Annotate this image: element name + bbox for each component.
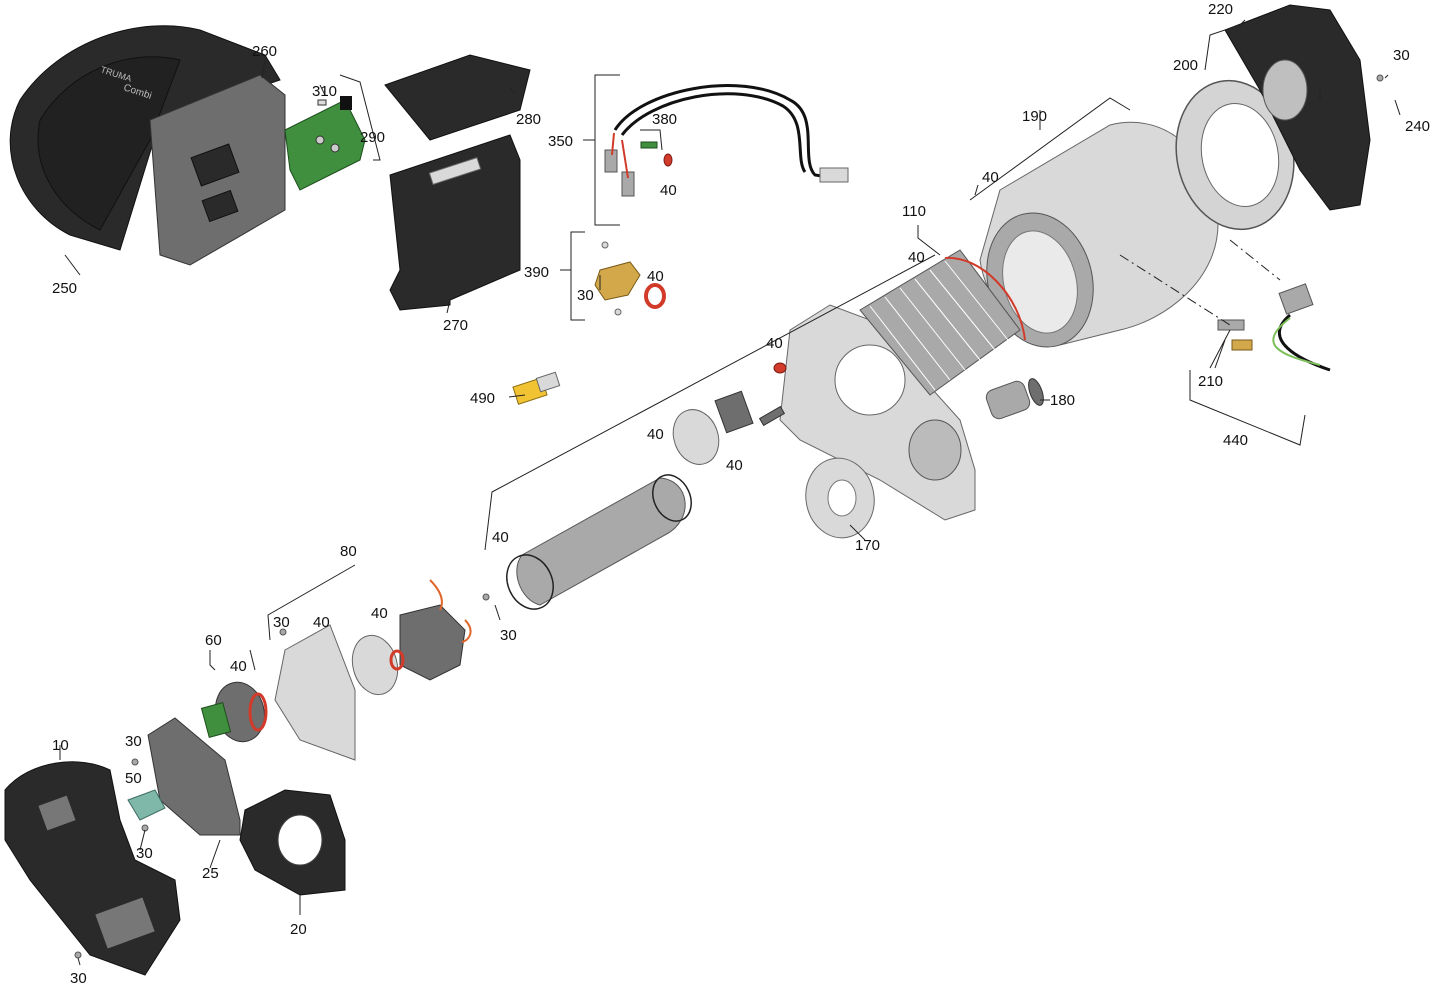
label-40-disc: 40	[647, 426, 664, 443]
blower-fan-60	[200, 681, 268, 743]
front-shell-10	[4, 761, 181, 976]
combustion-tube	[506, 474, 692, 610]
label-40-bracket: 40	[726, 457, 743, 474]
heat-exchanger-drum-190	[979, 121, 1219, 348]
fan-wheel-170	[805, 457, 875, 539]
label-40-valve-top: 40	[660, 182, 677, 199]
label-280: 280	[516, 111, 541, 128]
heat-sink-fins	[859, 249, 1026, 396]
sensor-harness-440	[1217, 283, 1331, 372]
label-25: 25	[202, 865, 219, 882]
leader-lines	[59, 19, 1401, 966]
label-50: 50	[125, 770, 142, 787]
label-40-frame: 40	[766, 335, 783, 352]
label-490: 490	[470, 390, 495, 407]
label-30-valve: 30	[577, 287, 594, 304]
fan-housing-plate	[274, 624, 356, 761]
fan-cover-25	[147, 717, 241, 836]
switch-50	[127, 789, 166, 821]
label-40-fins: 40	[908, 249, 925, 266]
label-440: 440	[1223, 432, 1248, 449]
label-310: 310	[312, 83, 337, 100]
label-40-plate: 40	[313, 614, 330, 631]
label-180: 180	[1050, 392, 1075, 409]
label-10: 10	[52, 737, 69, 754]
label-380: 380	[652, 111, 677, 128]
label-30-bottom: 30	[70, 970, 87, 987]
front-panel-270	[389, 134, 521, 311]
label-260: 260	[252, 43, 277, 60]
part-labels: 250 260 310 290 280 270 350 380 40 390 3…	[52, 1, 1430, 987]
burner-motor-80	[399, 579, 472, 681]
label-20: 20	[290, 921, 307, 938]
top-cover-280	[384, 54, 531, 141]
label-240: 240	[1405, 118, 1430, 135]
label-200: 200	[1173, 57, 1198, 74]
front-cover-20	[239, 789, 346, 896]
label-80: 80	[340, 543, 357, 560]
label-30-cover: 30	[125, 733, 142, 750]
burner-frame-110	[779, 304, 976, 521]
label-40-fan: 40	[230, 658, 247, 675]
igniter-parts	[672, 362, 787, 465]
label-270: 270	[443, 317, 468, 334]
outer-casing-250: TRUMA Combi	[9, 25, 281, 251]
screws	[74, 74, 1384, 959]
label-170: 170	[855, 537, 880, 554]
label-40-drum: 40	[982, 169, 999, 186]
label-350: 350	[548, 133, 573, 150]
label-290: 290	[360, 129, 385, 146]
label-190: 190	[1022, 108, 1047, 125]
motor-180	[985, 378, 1044, 420]
label-60: 60	[205, 632, 222, 649]
label-40-tube: 40	[492, 529, 509, 546]
wiring-harness-350	[604, 84, 849, 197]
label-30-plate: 30	[273, 614, 290, 631]
label-40-gasket: 40	[371, 605, 388, 622]
label-250: 250	[52, 280, 77, 297]
mounting-ring-200	[1175, 79, 1295, 231]
label-390: 390	[524, 264, 549, 281]
label-40-valve: 40	[647, 268, 664, 285]
label-220: 220	[1208, 1, 1233, 18]
gas-valve-390	[594, 241, 666, 316]
label-30-top-right: 30	[1393, 47, 1410, 64]
rear-housing-220	[1224, 4, 1371, 211]
label-110: 110	[902, 203, 926, 220]
gasket-disc	[351, 634, 405, 696]
label-210: 210	[1198, 373, 1223, 390]
control-board-290	[284, 96, 366, 191]
label-30-switch: 30	[136, 845, 153, 862]
label-30-motor: 30	[500, 627, 517, 644]
control-panel-260	[149, 74, 286, 266]
warning-label-490	[512, 371, 561, 405]
